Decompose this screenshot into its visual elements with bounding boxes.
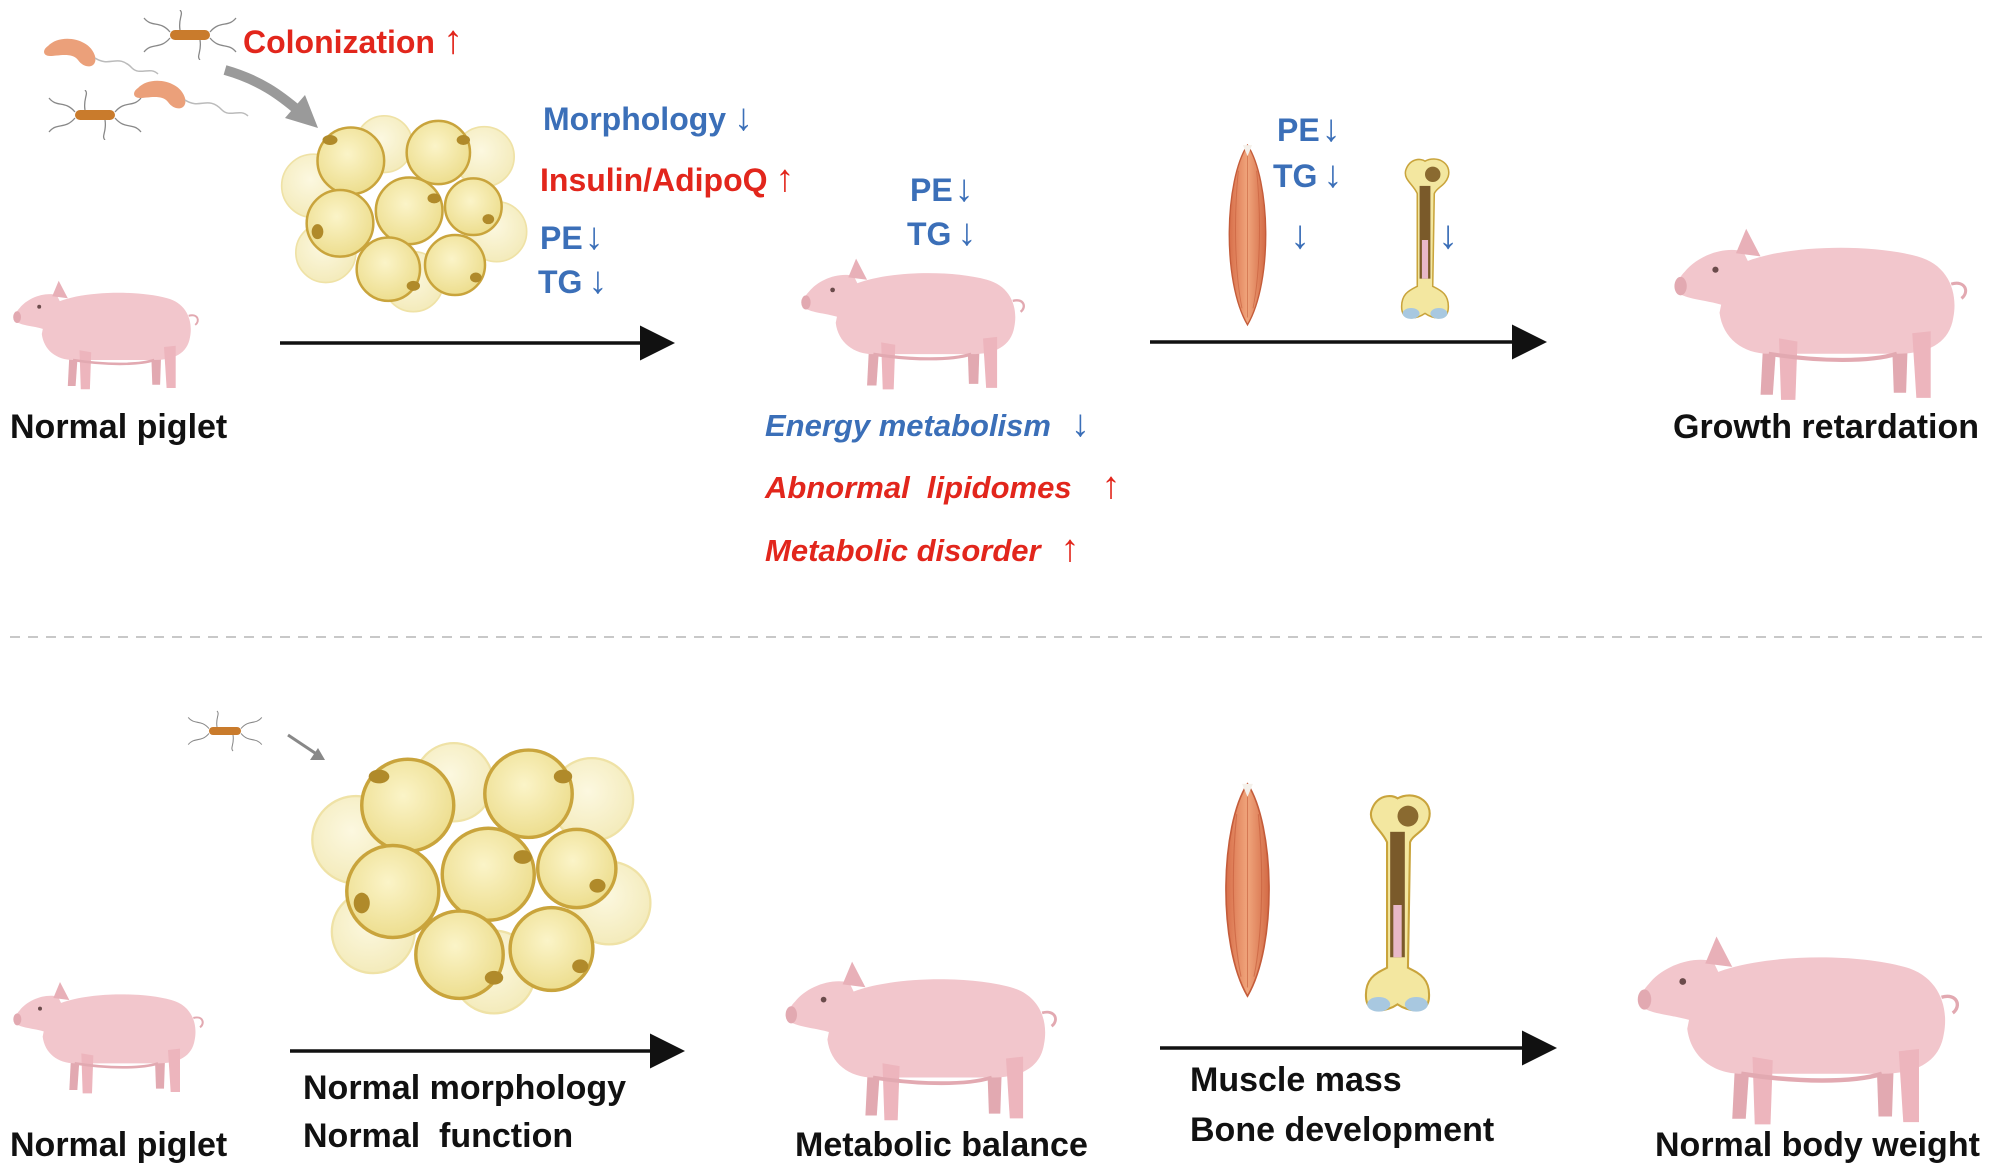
energy-metabolism-text: Energy metabolism <box>765 408 1051 443</box>
normal-piglet-bottom-label: Normal piglet <box>10 1126 228 1164</box>
tg-label-muscle: TG↓ <box>1273 156 1342 194</box>
down-arrow-icon: ↓ <box>734 97 754 139</box>
bacterium-salmon-icon <box>133 79 249 117</box>
colonization-text: Colonization <box>243 24 435 60</box>
bacterium-salmon-icon <box>43 37 159 75</box>
up-arrow-icon: ↑ <box>442 18 463 62</box>
pe-label-muscle: PE↓ <box>1277 110 1341 148</box>
colonization-arrow <box>223 65 304 116</box>
growth-retardation-label: Growth retardation <box>1673 408 1980 446</box>
normal-body-weight-pig-icon <box>1638 937 1958 1125</box>
down-arrow-icon: ↓ <box>1070 403 1090 445</box>
tg-text: TG <box>538 264 583 300</box>
muscle-mass-label: Muscle mass <box>1190 1061 1402 1099</box>
adipocyte-cluster-bottom-icon <box>310 741 653 1016</box>
morphology-text: Morphology <box>543 101 727 137</box>
down-arrow-icon: ↓ <box>957 212 977 254</box>
adipocyte-cluster-icon <box>280 114 529 314</box>
metabolic-balance-label: Metabolic balance <box>795 1126 1088 1164</box>
abnormal-lipidomes-label: Abnormal lipidomes ↑ <box>765 467 1121 505</box>
abnormal-lipidomes-text: Abnormal lipidomes <box>765 470 1072 505</box>
energy-metabolism-label: Energy metabolism ↓ <box>765 405 1090 443</box>
insulin-adipoq-text: Insulin/AdipoQ <box>540 162 768 198</box>
morphology-label: Morphology↓ <box>543 99 753 137</box>
pe-text: PE <box>910 172 953 208</box>
metabolic-disorder-text: Metabolic disorder <box>765 533 1041 568</box>
down-arrow-icon: ↓ <box>1323 154 1343 196</box>
muscle-down-arrow: ↓ <box>1290 215 1310 255</box>
normal-piglet-top-icon <box>11 279 200 391</box>
up-arrow-icon: ↑ <box>1060 528 1080 570</box>
down-arrow-icon: ↓ <box>1321 108 1341 150</box>
bacterium-rod-icon <box>187 710 263 752</box>
insulin-adipoq-label: Insulin/AdipoQ↑ <box>540 160 795 198</box>
small-grey-arrow <box>287 733 319 757</box>
normal-piglet-bottom-icon <box>11 980 205 1095</box>
colonization-label: Colonization↑ <box>243 20 463 60</box>
pe-text: PE <box>540 220 583 256</box>
piglet-middle-top-icon <box>799 256 1026 392</box>
down-arrow-icon: ↓ <box>954 168 974 210</box>
pe-text: PE <box>1277 112 1320 148</box>
muscle-bottom-icon <box>1224 782 1271 998</box>
normal-piglet-top-label: Normal piglet <box>10 408 228 446</box>
bone-down-arrow: ↓ <box>1438 215 1458 255</box>
piglet-middle-bottom-icon <box>783 959 1058 1123</box>
normal-morphology-label: Normal morphology <box>303 1069 627 1107</box>
bone-bottom-icon <box>1364 794 1431 1013</box>
down-arrow-icon: ↓ <box>584 216 604 258</box>
down-arrow-icon: ↓ <box>588 260 608 302</box>
tg-label-adipose: TG↓ <box>538 262 607 300</box>
down-arrow-icon: ↓ <box>1290 213 1310 257</box>
bacterium-rod-icon <box>48 90 142 140</box>
metabolic-disorder-label: Metabolic disorder ↑ <box>765 530 1080 568</box>
muscle-top-icon <box>1228 144 1267 326</box>
up-arrow-icon: ↑ <box>1101 465 1121 507</box>
tg-label-serum: TG↓ <box>907 214 976 252</box>
normal-body-weight-label: Normal body weight <box>1655 1126 1980 1164</box>
bone-development-label: Bone development <box>1190 1111 1495 1149</box>
growth-retardation-pig-icon <box>1674 229 1965 400</box>
pe-label-serum: PE↓ <box>910 170 974 208</box>
bacterium-rod-icon <box>143 10 237 60</box>
tg-text: TG <box>907 216 952 252</box>
down-arrow-icon: ↓ <box>1438 213 1458 257</box>
up-arrow-icon: ↑ <box>775 158 795 200</box>
pe-label-adipose: PE↓ <box>540 218 604 256</box>
normal-function-label: Normal function <box>303 1117 574 1155</box>
tg-text: TG <box>1273 158 1318 194</box>
